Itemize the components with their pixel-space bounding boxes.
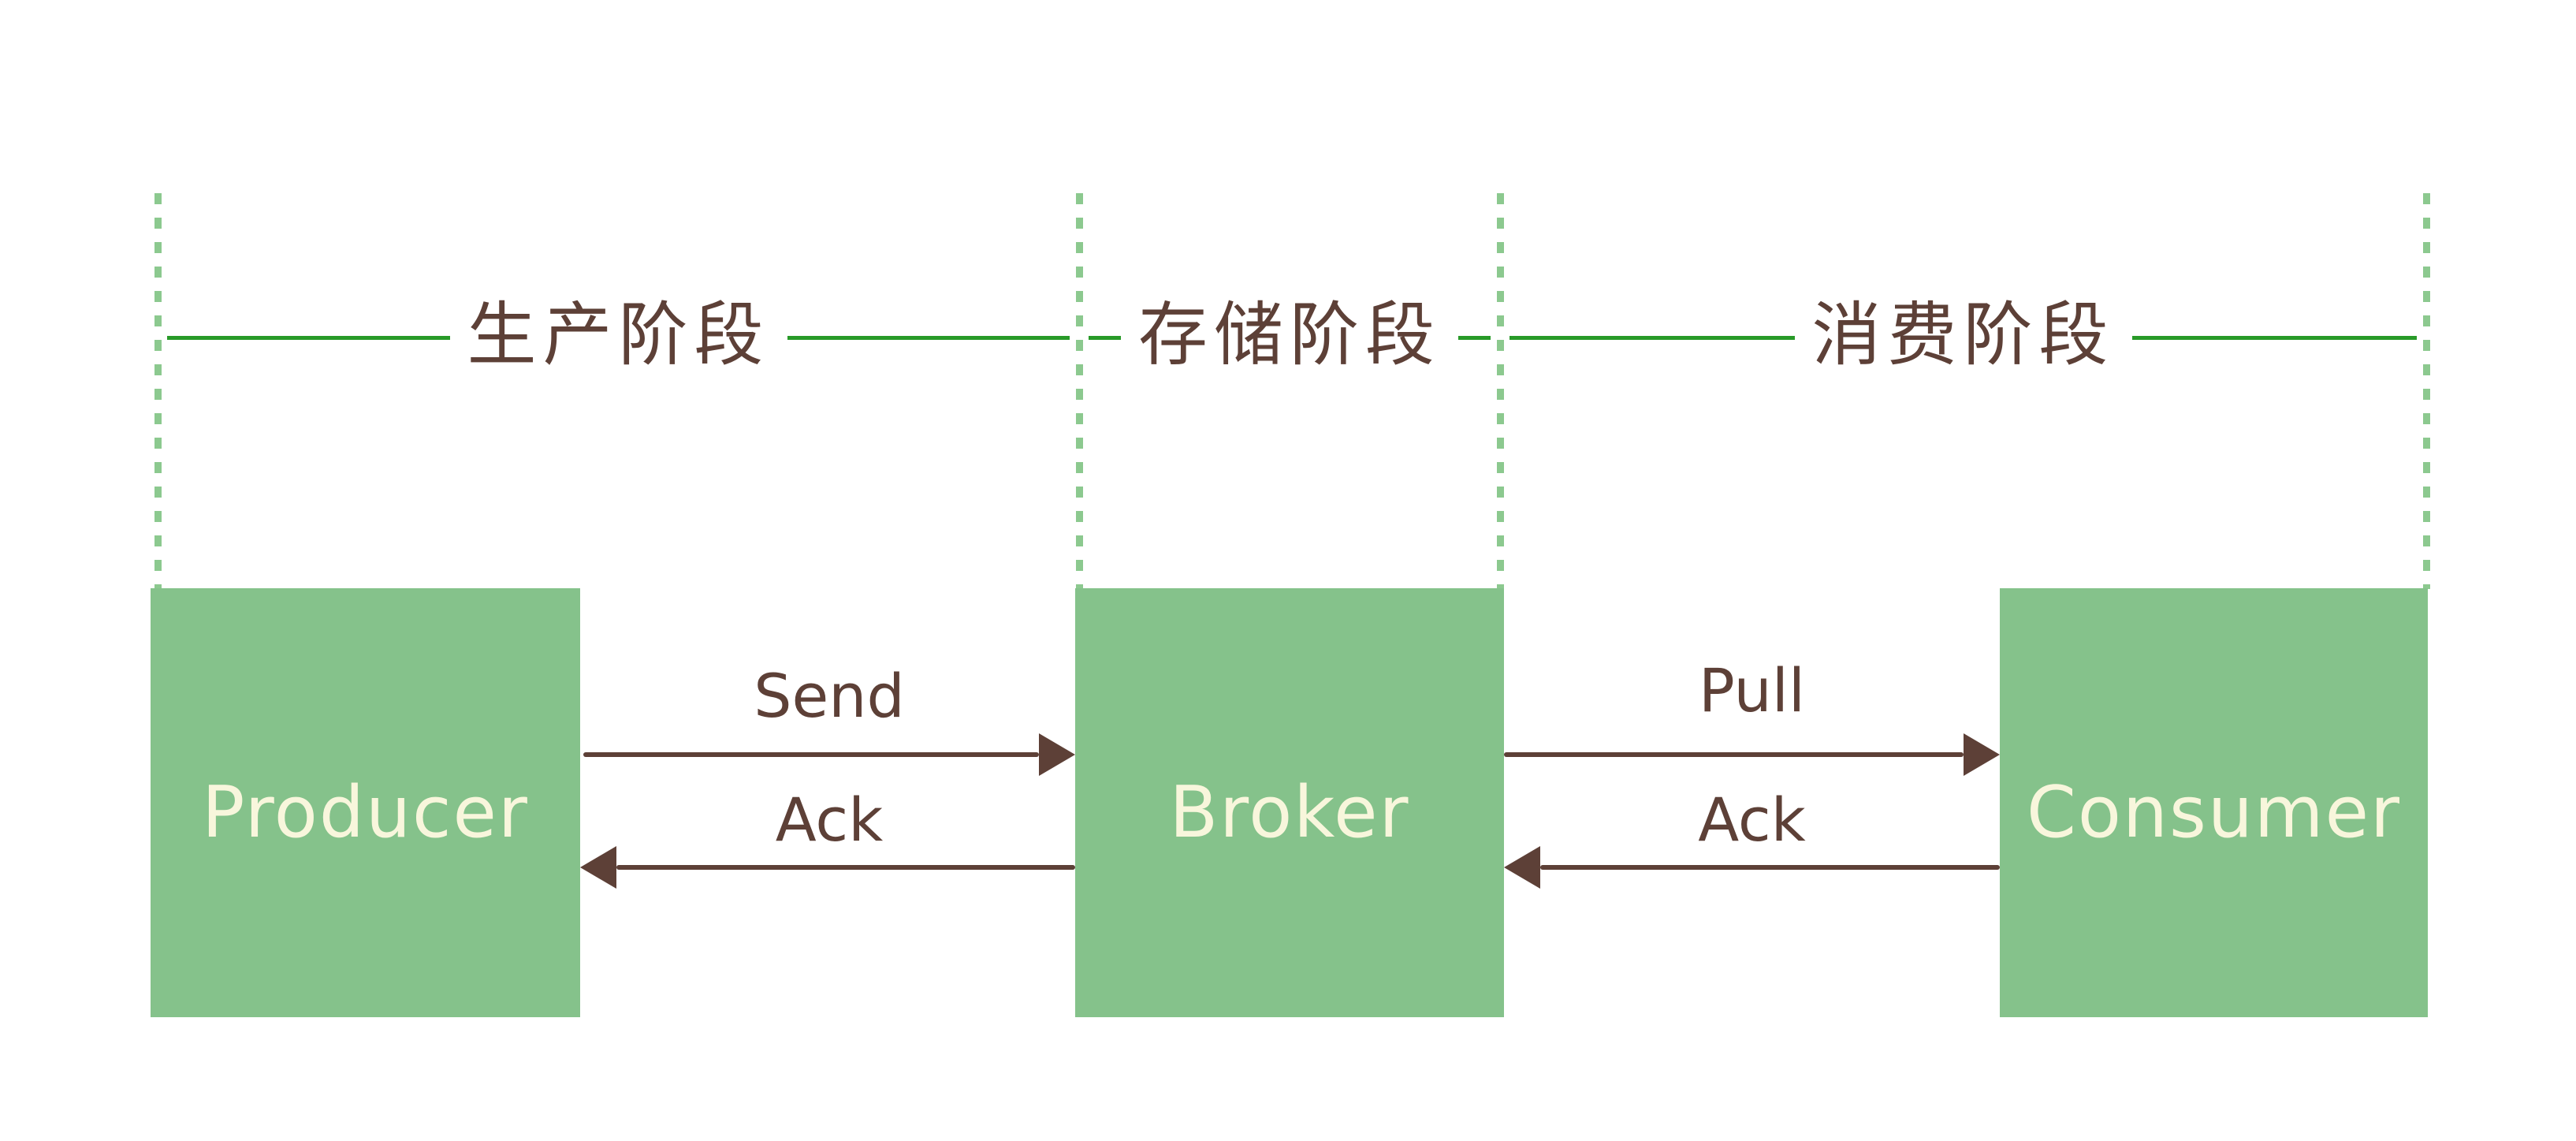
phase-boundary-dashline-broker-right [1497,193,1504,589]
send-arrow-label: Send [754,661,905,731]
pull-arrow-label: Pull [1699,655,1805,725]
phase-label-production: 生产阶段 [467,294,770,375]
broker-node: Broker [1075,588,1504,1017]
ack-to-producer-arrow-label: Ack [775,785,884,855]
phase-section-consumption: 消费阶段 [1500,296,2426,378]
phase-label-storage: 存储阶段 [1138,294,1442,375]
broker-label: Broker [1169,771,1410,854]
phase-line-segment [1458,335,1491,340]
pull-arrow-shaft [1504,752,1964,757]
phase-line-segment [2131,335,2418,340]
phase-line-segment [787,335,1070,340]
phase-line-segment [1089,335,1121,340]
send-arrowhead-icon [1039,733,1075,776]
ack-to-producer-arrow-shaft [616,865,1075,870]
phase-label-consumption: 消费阶段 [1811,294,2115,375]
producer-label: Producer [202,771,529,854]
phase-section-storage: 存储阶段 [1079,296,1500,378]
phase-line-segment [1509,335,1795,340]
ack-to-broker-arrow-label: Ack [1698,785,1806,855]
producer-node: Producer [151,588,580,1017]
consumer-node: Consumer [2000,588,2428,1017]
phase-boundary-dashline-broker-left [1076,193,1083,589]
ack-to-broker-arrow-shaft [1540,865,2000,870]
phase-boundary-dashline-consumer-right [2423,193,2430,589]
pull-arrowhead-icon [1964,733,2000,776]
consumer-label: Consumer [2027,771,2401,854]
send-arrow-shaft [583,752,1039,757]
ack-to-broker-arrowhead-icon [1504,846,1540,889]
phase-section-production: 生产阶段 [158,296,1079,378]
phase-line-segment [167,335,450,340]
phase-boundary-dashline-producer-left [154,193,162,589]
ack-to-producer-arrowhead-icon [580,846,616,889]
